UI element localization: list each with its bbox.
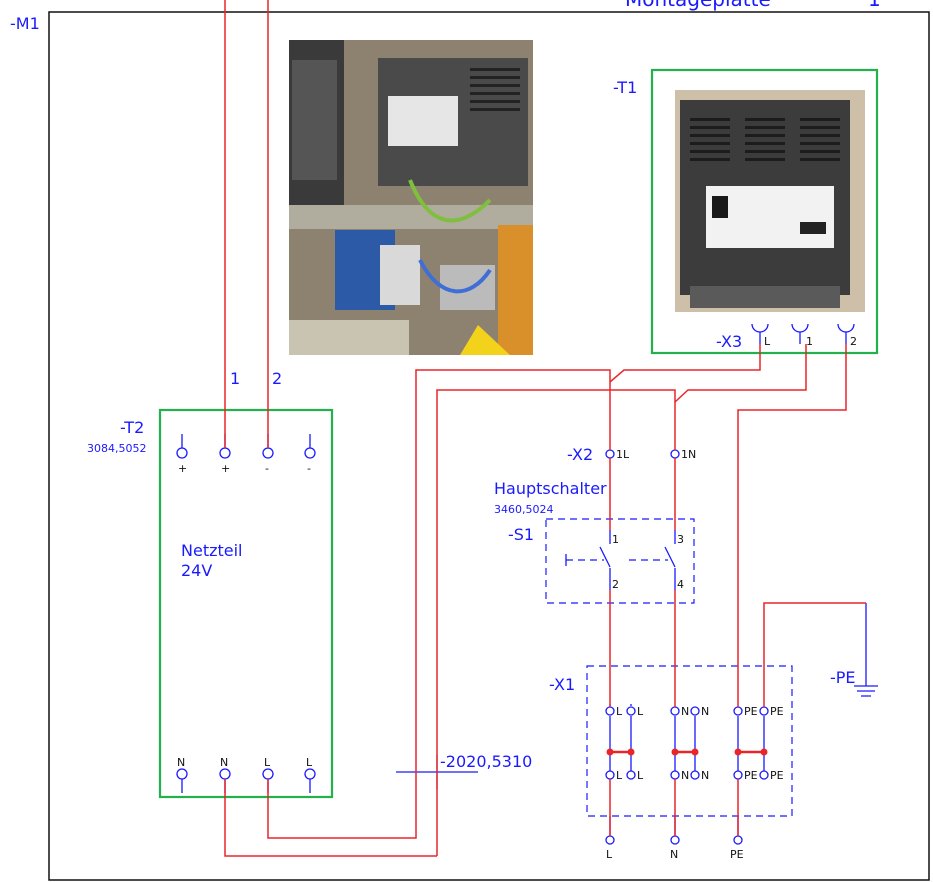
x2-terminal-1n-label: 1N [681,448,696,461]
x3-label: -X3 [716,332,742,351]
x1-top-5: PE [744,705,758,718]
x1-top-1: L [616,705,623,718]
x3-terminal-2: 2 [850,335,857,348]
s1-contact-1: 1 [612,533,619,546]
x1-bottom-4: N [701,769,709,782]
x1-bottom-6: PE [770,769,784,782]
x2-label: -X2 [567,445,593,464]
t2-label: -T2 [120,418,144,437]
mounting-plate-frame [48,11,930,881]
t1-power-supply-photo [675,90,865,312]
s1-contact-4: 4 [677,578,684,591]
x1-top-2: L [637,705,644,718]
wiring [224,0,866,857]
t2-bottom-terminals [176,768,316,793]
mount-label: -M1 [10,14,40,33]
t2-bottom-terminal-1: N [177,756,185,769]
x1-bottom-5: PE [744,769,758,782]
t2-top-terminals [176,434,316,459]
x2-terminal-1n [670,449,680,459]
wire-number-1: 1 [230,369,240,388]
t2-top-terminal-2: + [221,462,230,475]
t2-ref: 3084,5052 [87,442,147,455]
t2-name-line2: 24V [181,561,212,580]
s1-title: Hauptschalter [494,479,607,498]
cable-label: -2020,5310 [440,752,532,771]
t2-top-terminal-1: + [178,462,187,475]
x1-label: -X1 [549,675,575,694]
x1-bottom-1: L [616,769,623,782]
x1-top-3: N [681,705,689,718]
s1-ref: 3460,5024 [494,503,554,516]
ground-icon [854,603,878,697]
wire-number-2: 2 [272,369,282,388]
x1-output-l: L [606,848,613,861]
s1-contact-3: 3 [677,533,684,546]
header-page: 1 [868,0,881,11]
t2-top-terminal-3: - [265,462,269,475]
t2-bottom-terminal-2: N [220,756,228,769]
t1-label: -T1 [613,78,637,97]
x1-output-terminals [605,816,743,845]
cabinet-photo [289,40,533,355]
x2-terminal-1l-label: 1L [616,448,630,461]
x2-terminal-1l [605,449,615,459]
x1-bottom-3: N [681,769,689,782]
x3-terminal-1: 1 [806,335,813,348]
t2-top-terminal-4: - [307,462,311,475]
x1-top-4: N [701,705,709,718]
x1-output-n: N [670,848,678,861]
x3-terminal-strip [751,323,855,344]
t2-bottom-terminal-4: L [306,756,313,769]
s1-contact-2: 2 [612,578,619,591]
s1-enclosure [545,518,695,604]
s1-switch-contacts [565,530,676,590]
x1-enclosure [586,665,793,817]
x1-top-6: PE [770,705,784,718]
x1-bridges [606,748,768,756]
x1-output-pe: PE [730,848,744,861]
pe-label: -PE [830,668,856,687]
header-title: Montageplatte [625,0,771,11]
x1-bottom-2: L [637,769,644,782]
x3-terminal-l: L [764,335,771,348]
t1-frame [650,68,879,355]
s1-label: -S1 [508,525,534,544]
x1-terminals [605,704,769,780]
t2-bottom-terminal-3: L [264,756,271,769]
t2-name-line1: Netzteil [181,541,243,560]
t2-frame [158,408,334,799]
